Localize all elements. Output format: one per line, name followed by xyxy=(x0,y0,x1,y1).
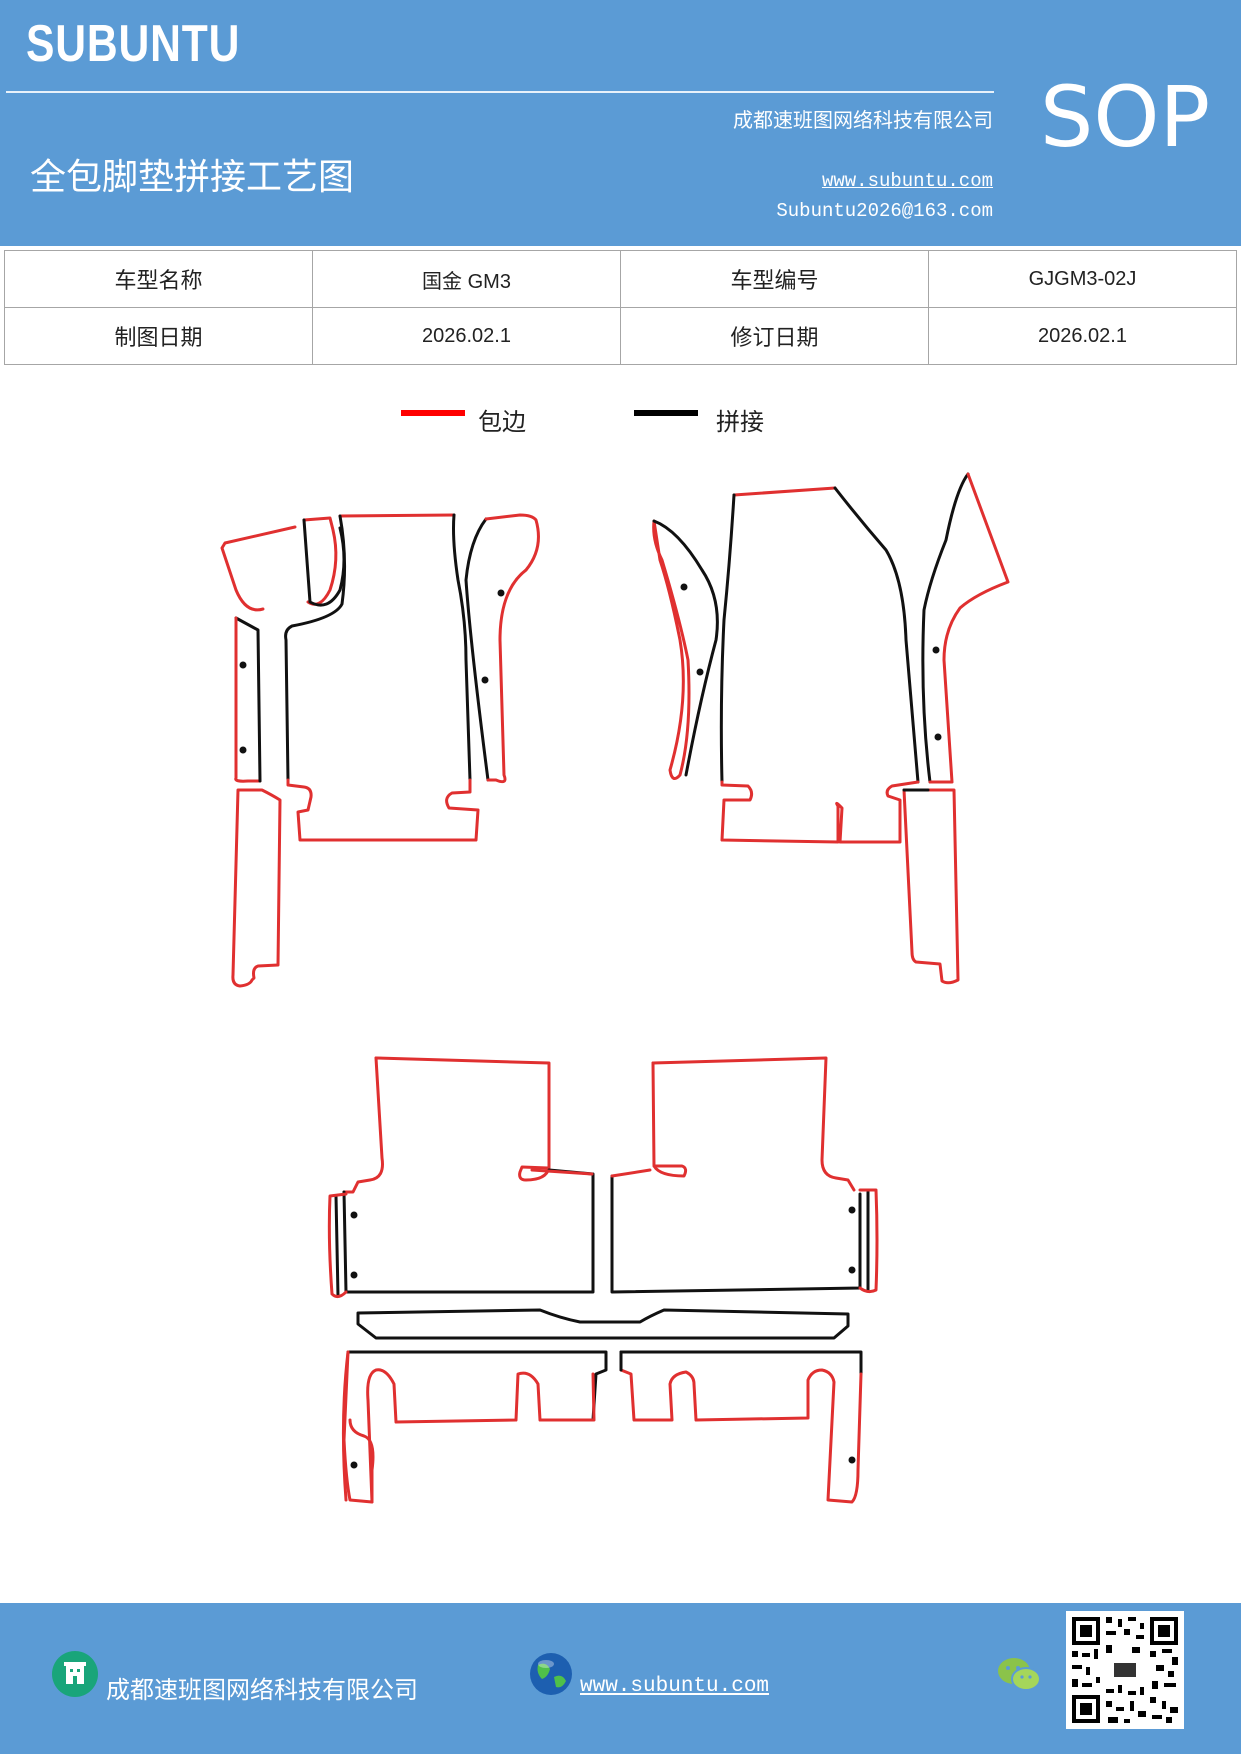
edge-outline-14 xyxy=(342,1056,384,1194)
seam-line-0 xyxy=(302,518,346,607)
model-name-value: 国金 GM3 xyxy=(312,250,621,308)
revision-date-label: 修订日期 xyxy=(620,307,929,365)
edge-outline-19 xyxy=(610,1168,652,1178)
front-right-mat-group xyxy=(652,472,1010,985)
seam-line-7 xyxy=(833,486,920,784)
edge-outline-23 xyxy=(366,1368,596,1504)
edge-outline-20 xyxy=(858,1188,879,1294)
website-link[interactable]: www.subuntu.com xyxy=(821,170,993,192)
page-header: SUBUNTU 成都速班图网络科技有限公司 全包脚垫拼接工艺图 www.subu… xyxy=(0,0,1241,246)
draw-date-value: 2026.02.1 xyxy=(312,307,621,365)
edge-outline-3 xyxy=(286,778,480,842)
company-name: 成都速班图网络科技有限公司 xyxy=(733,108,993,132)
edge-outline-9 xyxy=(732,486,837,497)
edge-outline-16 xyxy=(327,1192,348,1299)
edge-outline-0 xyxy=(220,525,297,612)
mounting-dot-8 xyxy=(350,1211,358,1219)
edge-outline-4 xyxy=(234,616,262,783)
mounting-dot-11 xyxy=(848,1266,856,1274)
edge-outline-12 xyxy=(902,788,960,985)
seam-line-6 xyxy=(719,493,736,784)
vehicle-info-table: 车型名称 国金 GM3 车型编号 GJGM3-02J 制图日期 2026.02.… xyxy=(4,250,1237,365)
edge-outline-10 xyxy=(720,780,920,844)
edge-outline-6 xyxy=(231,788,282,988)
table-row: 制图日期 2026.02.1 修订日期 2026.02.1 xyxy=(4,307,1237,365)
mounting-dot-7 xyxy=(934,733,942,741)
center-hump-piece xyxy=(356,1308,850,1340)
mounting-dot-12 xyxy=(350,1461,358,1469)
email-address: Subuntu2026@163.com xyxy=(776,200,993,222)
page-title: 全包脚垫拼接工艺图 xyxy=(30,157,355,198)
model-code-label: 车型编号 xyxy=(620,250,929,308)
seam-line-4 xyxy=(464,517,490,782)
mounting-dot-13 xyxy=(848,1456,856,1464)
draw-date-label: 制图日期 xyxy=(4,307,313,365)
legend-edge-swatch xyxy=(401,410,465,416)
revision-date-value: 2026.02.1 xyxy=(928,307,1237,365)
rear-lower-right-group xyxy=(619,1350,863,1504)
edge-outline-22 xyxy=(341,1350,350,1502)
sop-badge: SOP xyxy=(1040,68,1211,166)
seam-line-5 xyxy=(652,519,719,777)
globe-icon xyxy=(528,1651,574,1697)
edge-outline-13 xyxy=(374,1056,551,1182)
edge-outline-2 xyxy=(338,513,456,518)
rear-right-mat-group xyxy=(610,1056,879,1294)
edge-outline-24 xyxy=(619,1368,863,1504)
edge-outline-7 xyxy=(484,513,540,784)
header-divider xyxy=(6,91,994,93)
mounting-dot-2 xyxy=(497,589,505,597)
rear-lower-left-group xyxy=(341,1350,608,1504)
legend-seam-swatch xyxy=(634,410,698,416)
seam-line-8 xyxy=(921,472,970,784)
rear-left-mat-group xyxy=(327,1056,595,1299)
seam-line-1 xyxy=(284,514,347,782)
edge-outline-17 xyxy=(651,1056,856,1192)
qr-code xyxy=(1066,1611,1184,1729)
table-row: 车型名称 国金 GM3 车型编号 GJGM3-02J xyxy=(4,250,1237,308)
seam-line-14 xyxy=(346,1350,608,1422)
seam-line-2 xyxy=(452,513,472,782)
seam-line-12 xyxy=(610,1174,862,1294)
mounting-dots xyxy=(239,583,942,1469)
footer-website-link[interactable]: www.subuntu.com xyxy=(580,1675,770,1698)
model-code-value: GJGM3-02J xyxy=(928,250,1237,308)
wechat-icon[interactable] xyxy=(996,1653,1042,1697)
seam-line-11 xyxy=(334,1194,340,1298)
seam-line-15 xyxy=(619,1350,863,1376)
brand-logo: SUBUNTU xyxy=(26,15,241,73)
page-footer: 成都速班图网络科技有限公司 www.subuntu.com xyxy=(0,1603,1241,1754)
model-name-label: 车型名称 xyxy=(4,250,313,308)
edge-outline-11 xyxy=(928,472,1010,784)
front-left-mat-group xyxy=(220,513,540,988)
floor-mat-diagram xyxy=(220,472,1010,1504)
edge-outline-18 xyxy=(651,1061,688,1178)
mounting-dot-10 xyxy=(848,1206,856,1214)
mounting-dot-4 xyxy=(680,583,688,591)
seam-line-3 xyxy=(234,616,262,783)
legend-edge-label: 包边 xyxy=(478,408,526,436)
footer-company-name: 成都速班图网络科技有限公司 xyxy=(106,1676,418,1704)
mounting-dot-9 xyxy=(350,1271,358,1279)
mounting-dot-6 xyxy=(932,646,940,654)
mounting-dot-1 xyxy=(239,746,247,754)
mounting-dot-0 xyxy=(239,661,247,669)
building-icon xyxy=(52,1651,98,1697)
edge-outline-21 xyxy=(342,1350,375,1504)
mounting-dot-3 xyxy=(481,676,489,684)
edge-outline-15 xyxy=(530,1168,594,1176)
edge-outline-8 xyxy=(652,519,691,780)
seam-line-10 xyxy=(342,1168,595,1294)
legend-seam-label: 拼接 xyxy=(716,408,764,436)
mounting-dot-5 xyxy=(696,668,704,676)
